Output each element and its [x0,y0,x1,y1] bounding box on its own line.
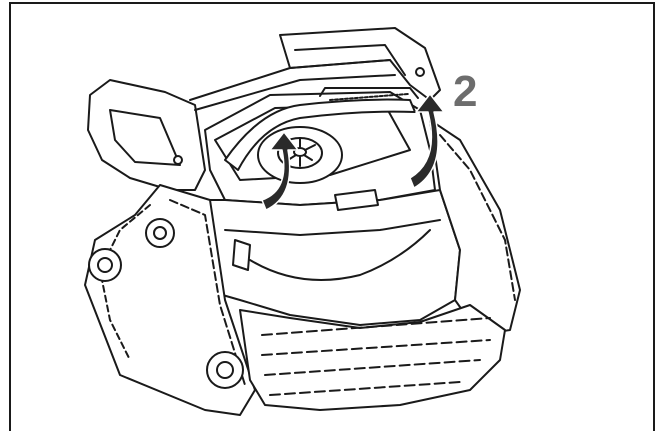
step-number-label: 2 [453,67,478,116]
curved-rotation-arrow-icon [261,93,445,211]
robotic-pool-cleaner-icon [84,27,521,416]
